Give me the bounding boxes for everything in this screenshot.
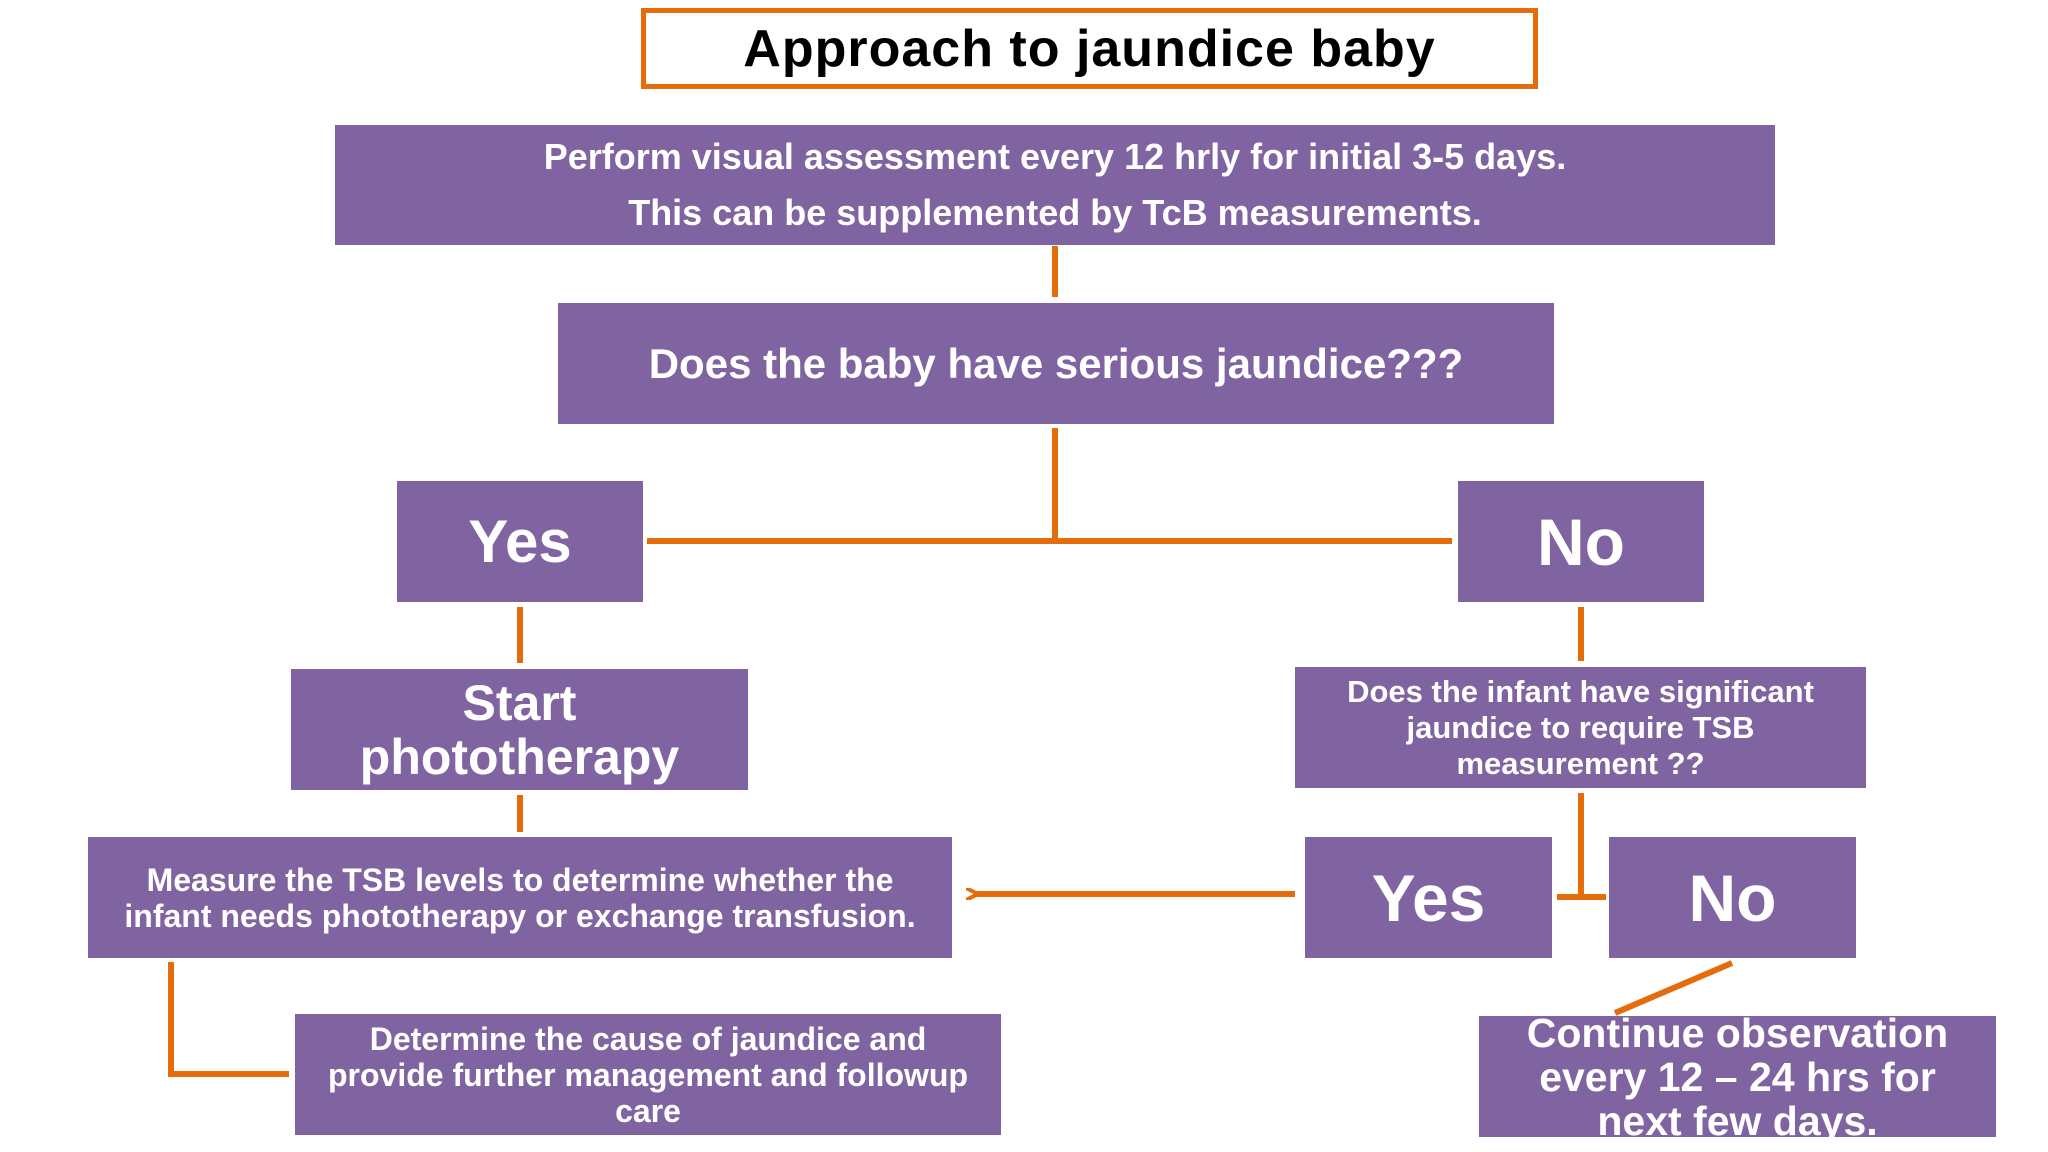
tsb-question-line-2: jaundice to require TSB (1406, 709, 1755, 745)
tsb-yes-label: Yes (1371, 860, 1486, 935)
connector-no-to-continue (1613, 960, 1734, 1016)
determine-cause-line-2: provide further management and followup (327, 1056, 969, 1093)
measure-tsb-line-2: infant needs phototherapy or exchange tr… (124, 897, 916, 934)
tsb-no-label: No (1688, 860, 1777, 935)
visual-assessment-line-1: Perform visual assessment every 12 hrly … (543, 136, 1567, 177)
tsb-requirement-question-box: Does the infant have significant jaundic… (1295, 667, 1866, 788)
serious-no-box: No (1458, 481, 1704, 602)
start-phototherapy-line-1: Start (462, 674, 577, 731)
continue-observation-line-3: next few days. (1597, 1097, 1878, 1138)
tsb-question-line-3: measurement ?? (1456, 745, 1705, 781)
measure-tsb-line-1: Measure the TSB levels to determine whet… (146, 861, 894, 898)
serious-jaundice-question-box: Does the baby have serious jaundice??? (558, 303, 1554, 424)
determine-cause-line-3: care (615, 1092, 681, 1129)
determine-cause-line-1: Determine the cause of jaundice and (369, 1020, 927, 1057)
determine-cause-box: Determine the cause of jaundice and prov… (295, 1014, 1001, 1135)
continue-observation-line-2: every 12 – 24 hrs for (1539, 1053, 1936, 1100)
serious-no-label: No (1537, 504, 1625, 579)
visual-assessment-box: Perform visual assessment every 12 hrly … (335, 125, 1775, 245)
continue-observation-box: Continue observation every 12 – 24 hrs f… (1479, 1016, 1996, 1137)
start-phototherapy-box: Start phototherapy (291, 669, 748, 790)
continue-observation-line-1: Continue observation (1526, 1016, 1949, 1056)
start-phototherapy-line-2: phototherapy (359, 728, 680, 785)
tsb-yes-box: Yes (1305, 837, 1552, 958)
tsb-no-box: No (1609, 837, 1856, 958)
serious-jaundice-question-text: Does the baby have serious jaundice??? (648, 339, 1464, 387)
diagram-title-text: Approach to jaundice baby (743, 19, 1436, 78)
connector-measure-to-cause (168, 962, 289, 1077)
diagram-title: Approach to jaundice baby (641, 8, 1538, 89)
visual-assessment-line-2: This can be supplemented by TcB measurem… (628, 192, 1482, 233)
measure-tsb-box: Measure the TSB levels to determine whet… (88, 837, 952, 958)
serious-yes-label: Yes (468, 508, 572, 575)
tsb-question-line-1: Does the infant have significant (1347, 673, 1814, 709)
serious-yes-box: Yes (397, 481, 643, 602)
